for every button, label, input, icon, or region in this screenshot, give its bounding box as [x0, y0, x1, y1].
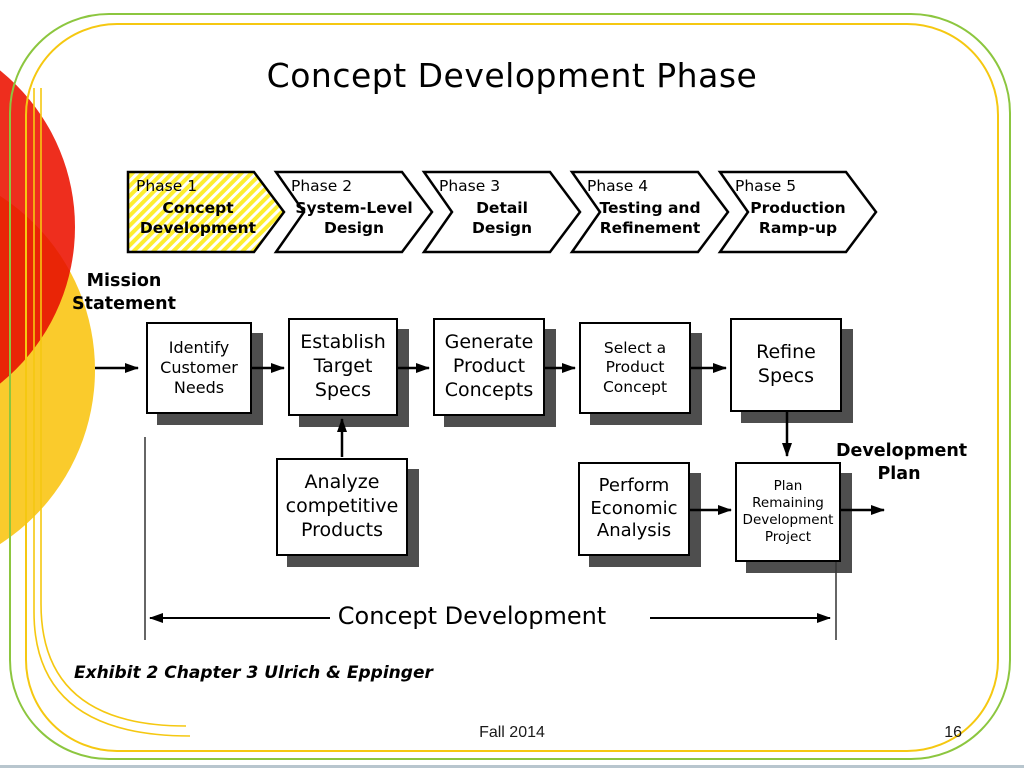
phase-3-chevron: [421, 170, 582, 254]
box-identify-customer-needs: Identify Customer Needs: [146, 322, 252, 414]
bottom-edge-strip: [0, 765, 1024, 768]
phase-1-chevron: [126, 170, 286, 254]
phase-2: Phase 2 System-Level Design: [286, 172, 422, 252]
box-analyze-competitive-products: Analyze competitive Products: [276, 458, 408, 556]
phase-5: Phase 5 Production Ramp-up: [730, 172, 866, 252]
box-refine-specs: Refine Specs: [730, 318, 842, 412]
phase-4-name: Testing and Refinement: [599, 199, 701, 237]
phase-5-label: Phase 5: [735, 177, 797, 195]
mission-statement-label: Mission Statement: [72, 271, 176, 314]
phase-chevron-strip: [126, 170, 878, 254]
phase-2-label: Phase 2: [291, 177, 353, 195]
concept-development-span-label: Concept Development: [337, 602, 607, 630]
phase-3: Phase 3 Detail Design: [434, 172, 570, 252]
phase-1-name: Concept Development: [139, 199, 257, 237]
box-select-product-concept: Select a Product Concept: [579, 322, 691, 414]
page-title: Concept Development Phase: [266, 56, 758, 95]
phase-3-label: Phase 3: [439, 177, 501, 195]
phase-5-chevron: [717, 170, 878, 254]
phase-1: Phase 1 Concept Development: [128, 172, 268, 252]
phase-3-name: Detail Design: [471, 199, 533, 237]
phase-1-label: Phase 1: [136, 177, 198, 195]
phase-2-name: System-Level Design: [295, 199, 413, 237]
phase-5-name: Production Ramp-up: [750, 199, 846, 237]
box-establish-target-specs: Establish Target Specs: [288, 318, 398, 416]
box-generate-product-concepts: Generate Product Concepts: [433, 318, 545, 416]
development-plan-label: Development Plan: [836, 441, 968, 484]
exhibit-citation: Exhibit 2 Chapter 3 Ulrich & Eppinger: [74, 663, 433, 683]
phase-4: Phase 4 Testing and Refinement: [582, 172, 718, 252]
box-perform-economic-analysis: Perform Economic Analysis: [578, 462, 690, 556]
phase-2-chevron: [273, 170, 434, 254]
page-number: 16: [944, 724, 962, 741]
box-plan-remaining-development: Plan Remaining Development Project: [735, 462, 841, 562]
phase-4-chevron: [569, 170, 730, 254]
footer-date: Fall 2014: [479, 724, 545, 741]
phase-4-label: Phase 4: [587, 177, 649, 195]
